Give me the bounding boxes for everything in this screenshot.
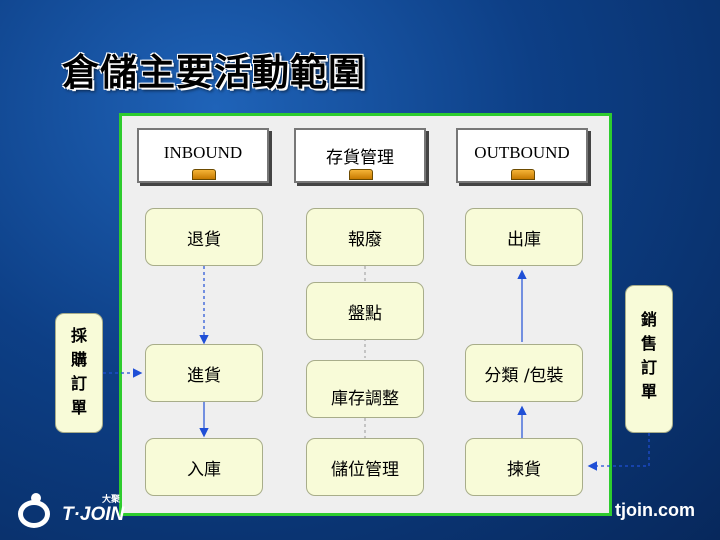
node-inventory-adjust: 庫存調整: [306, 360, 424, 418]
drawer-handle-icon: [192, 169, 216, 180]
page-title: 倉儲主要活動範圍: [62, 51, 366, 94]
node-scrap: 報廢: [306, 208, 424, 266]
company-logo: T·JOIN 大聚: [16, 492, 146, 532]
node-picking: 揀貨: [465, 438, 583, 496]
node-return-goods: 退貨: [145, 208, 263, 266]
arrow-sales-to-picking: [587, 433, 650, 471]
node-location-mgmt: 儲位管理: [306, 438, 424, 496]
header-outbound: OUTBOUND: [456, 128, 588, 183]
node-receiving: 進貨: [145, 344, 263, 402]
side-sales-char: 銷: [640, 310, 657, 329]
header-outbound-label: OUTBOUND: [474, 143, 570, 162]
side-purchase-char: 單: [70, 398, 87, 417]
drawer-handle-icon: [349, 169, 373, 180]
node-sort-pack: 分類 /包裝: [465, 344, 583, 402]
logo-sub: 大聚: [102, 495, 121, 505]
side-sales-char: 售: [640, 334, 657, 353]
side-purchase-char: 採: [70, 326, 87, 345]
side-purchase-char: 購: [70, 350, 87, 369]
side-purchase-char: 訂: [70, 374, 87, 393]
side-sales-char: 單: [640, 382, 657, 401]
logo-mark-icon: [18, 493, 50, 528]
node-shipping-out: 出庫: [465, 208, 583, 266]
header-inbound-label: INBOUND: [163, 143, 243, 162]
side-purchase-order: 採 購 訂 單: [55, 313, 103, 433]
side-sales-order: 銷 售 訂 單: [625, 285, 673, 433]
header-storage: 存貨管理: [294, 128, 426, 183]
header-inbound: INBOUND: [137, 128, 269, 183]
header-storage-label: 存貨管理: [326, 148, 394, 167]
drawer-handle-icon: [511, 169, 535, 180]
node-put-in: 入庫: [145, 438, 263, 496]
side-sales-char: 訂: [640, 358, 657, 377]
logo-brand: T·JOIN: [62, 504, 125, 525]
website-url: tjoin.com: [615, 500, 695, 520]
node-inventory-count: 盤點: [306, 282, 424, 340]
